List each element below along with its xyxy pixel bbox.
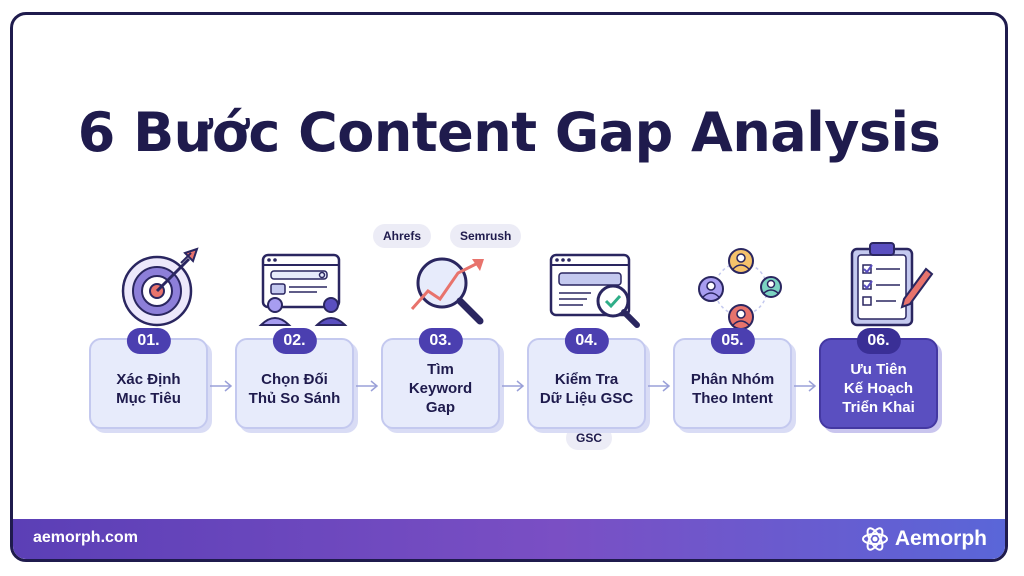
- step-label: Tìm Keyword Gap: [408, 361, 473, 416]
- arrow-right-icon: [210, 380, 233, 392]
- step-card-6: 06. Ưu Tiên Kế Hoạch Triển Khai: [819, 328, 938, 429]
- step-label: Chọn Đối Thủ So Sánh: [248, 370, 341, 407]
- brand-name: Aemorph: [894, 527, 987, 550]
- step-number: 06.: [856, 328, 901, 354]
- clipboard-checklist-icon: [850, 242, 934, 327]
- gsc-tag: GSC: [566, 426, 613, 450]
- arrow-right-icon: [356, 380, 379, 392]
- step-number: 02.: [272, 328, 317, 354]
- footer-url-link[interactable]: aemorph.com: [33, 529, 138, 546]
- target-icon: [121, 247, 199, 327]
- step-label: Xác Định Mục Tiêu: [116, 370, 181, 407]
- footer-bar: aemorph.com Aemorph: [13, 519, 1005, 559]
- step-card-1: 01. Xác Định Mục Tiêu: [89, 328, 208, 429]
- page-title: 6 Bước Content Gap Analysis: [77, 101, 941, 164]
- arrow-right-icon: [648, 380, 671, 392]
- magnifier-chart-icon: [410, 257, 484, 325]
- arrow-right-icon: [502, 380, 525, 392]
- step-number: 01.: [126, 328, 171, 354]
- step-label: Ưu Tiên Kế Hoạch Triển Khai: [842, 361, 915, 416]
- step-card-4: 04. Kiểm Tra Dữ Liệu GSC: [527, 328, 646, 429]
- ahrefs-tag: Ahrefs: [373, 224, 432, 248]
- step-card-3: 03. Tìm Keyword Gap: [381, 328, 500, 429]
- step-number: 03.: [418, 328, 463, 354]
- brand-logo: Aemorph: [861, 525, 987, 553]
- step-card-2: 02. Chọn Đối Thủ So Sánh: [235, 328, 354, 429]
- people-group-icon: [698, 248, 782, 330]
- step-label: Phân Nhóm Theo Intent: [690, 370, 775, 407]
- browser-compare-icon: [258, 253, 348, 326]
- infographic-card: 6 Bước Content Gap Analysis: [10, 12, 1008, 562]
- arrow-right-icon: [794, 380, 817, 392]
- step-number: 05.: [710, 328, 755, 354]
- semrush-tag: Semrush: [450, 224, 522, 248]
- aemorph-logo-icon: [861, 527, 888, 551]
- browser-check-icon: [549, 253, 640, 328]
- step-label: Kiểm Tra Dữ Liệu GSC: [539, 370, 634, 407]
- step-number: 04.: [564, 328, 609, 354]
- step-card-5: 05. Phân Nhóm Theo Intent: [673, 328, 792, 429]
